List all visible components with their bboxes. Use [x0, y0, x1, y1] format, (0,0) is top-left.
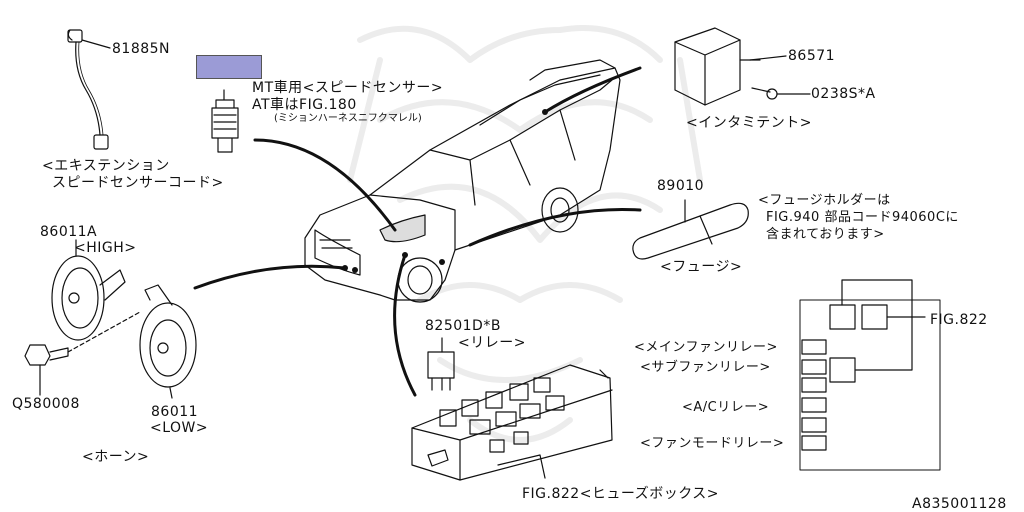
relay-fan-mode: <ファンモードリレー>	[640, 436, 785, 451]
relay-panel-fig[interactable]: FIG.822	[930, 312, 988, 328]
relay-ac: <A/Cリレー>	[682, 400, 770, 415]
relay-panel	[799, 279, 941, 471]
intermittent-bolt-number[interactable]: 0238S*A	[811, 86, 876, 102]
diagram-id: A835001128	[912, 496, 1007, 512]
watermark-emblem	[347, 25, 703, 443]
horn-low-part[interactable]	[139, 284, 197, 399]
intermittent-number[interactable]: 86571	[788, 48, 836, 64]
speed-sensor-part[interactable]	[211, 89, 239, 153]
relay-part[interactable]	[427, 337, 455, 391]
speed-sensor-line-2[interactable]: AT車はFIG.180	[252, 97, 357, 113]
horn-low-caption: <LOW>	[150, 420, 209, 436]
fuse-note-2[interactable]: FIG.940 部品コード94060Cに	[766, 210, 959, 225]
fuse-box-caption[interactable]: FIG.822<ヒューズボックス>	[522, 486, 720, 502]
leader-lines	[193, 66, 642, 397]
ext-cord-number[interactable]: 81885N	[112, 41, 171, 57]
relay-number[interactable]: 82501D*B	[425, 318, 501, 334]
speed-sensor-line-1: MT車用<スピードセンサー>	[252, 80, 444, 96]
connection-points	[342, 109, 548, 273]
horn-high-part[interactable]	[51, 239, 126, 341]
fuse-note-1: <フュージホルダーは	[758, 193, 891, 208]
ext-cord-caption-2: スピードセンサーコード>	[52, 175, 224, 191]
horn-high-caption: <HIGH>	[74, 240, 137, 256]
fuse-note-3: 含まれております>	[766, 227, 885, 242]
horn-group-caption: <ホーン>	[82, 449, 150, 465]
horn-high-number[interactable]: 86011A	[40, 224, 98, 240]
horn-bolt-part[interactable]	[24, 311, 141, 396]
fuse-part[interactable]	[632, 199, 749, 260]
relay-caption: <リレー>	[458, 335, 526, 351]
vehicle-outline	[304, 59, 621, 303]
fuse-caption: <フュージ>	[660, 259, 743, 275]
extension-cord-part[interactable]	[67, 29, 111, 150]
speed-sensor-highlight	[196, 55, 262, 79]
ext-cord-caption-1: <エキステンション	[42, 158, 170, 174]
fuse-box-part[interactable]	[411, 364, 613, 481]
relay-sub-fan: <サブファンリレー>	[640, 360, 771, 375]
relay-main-fan: <メインファンリレー>	[634, 340, 778, 355]
horn-bolt-number[interactable]: Q580008	[12, 396, 80, 412]
speed-sensor-line-3: (ミションハーネスニフクマレル)	[274, 113, 422, 124]
fuse-number[interactable]: 89010	[657, 178, 705, 194]
intermittent-part[interactable]	[674, 27, 811, 106]
horn-low-number[interactable]: 86011	[151, 404, 199, 420]
intermittent-caption: <インタミテント>	[686, 115, 812, 131]
